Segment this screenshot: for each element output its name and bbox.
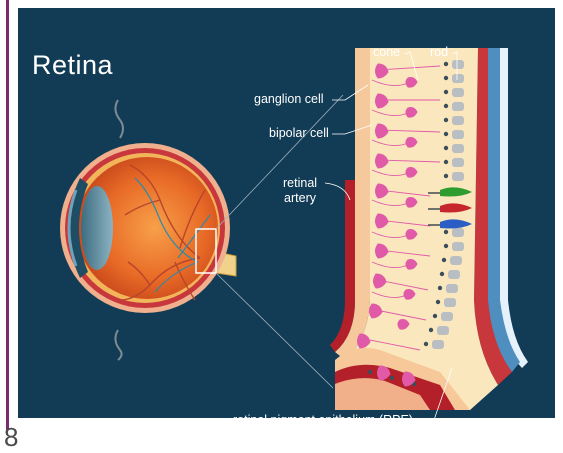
corner-mark: 8 [4, 422, 18, 453]
label-rod: rod [430, 45, 448, 60]
retina-cross-section [330, 48, 528, 410]
diagram-title: Retina [32, 50, 113, 81]
label-cone: cone [373, 45, 400, 60]
label-bipolar-cell: bipolar cell [269, 126, 329, 141]
label-rpe: retinal pigment epithelium (RPE) [233, 413, 413, 428]
label-ganglion-cell: ganglion cell [254, 92, 324, 107]
label-retinal-artery: retinal artery [283, 176, 317, 206]
